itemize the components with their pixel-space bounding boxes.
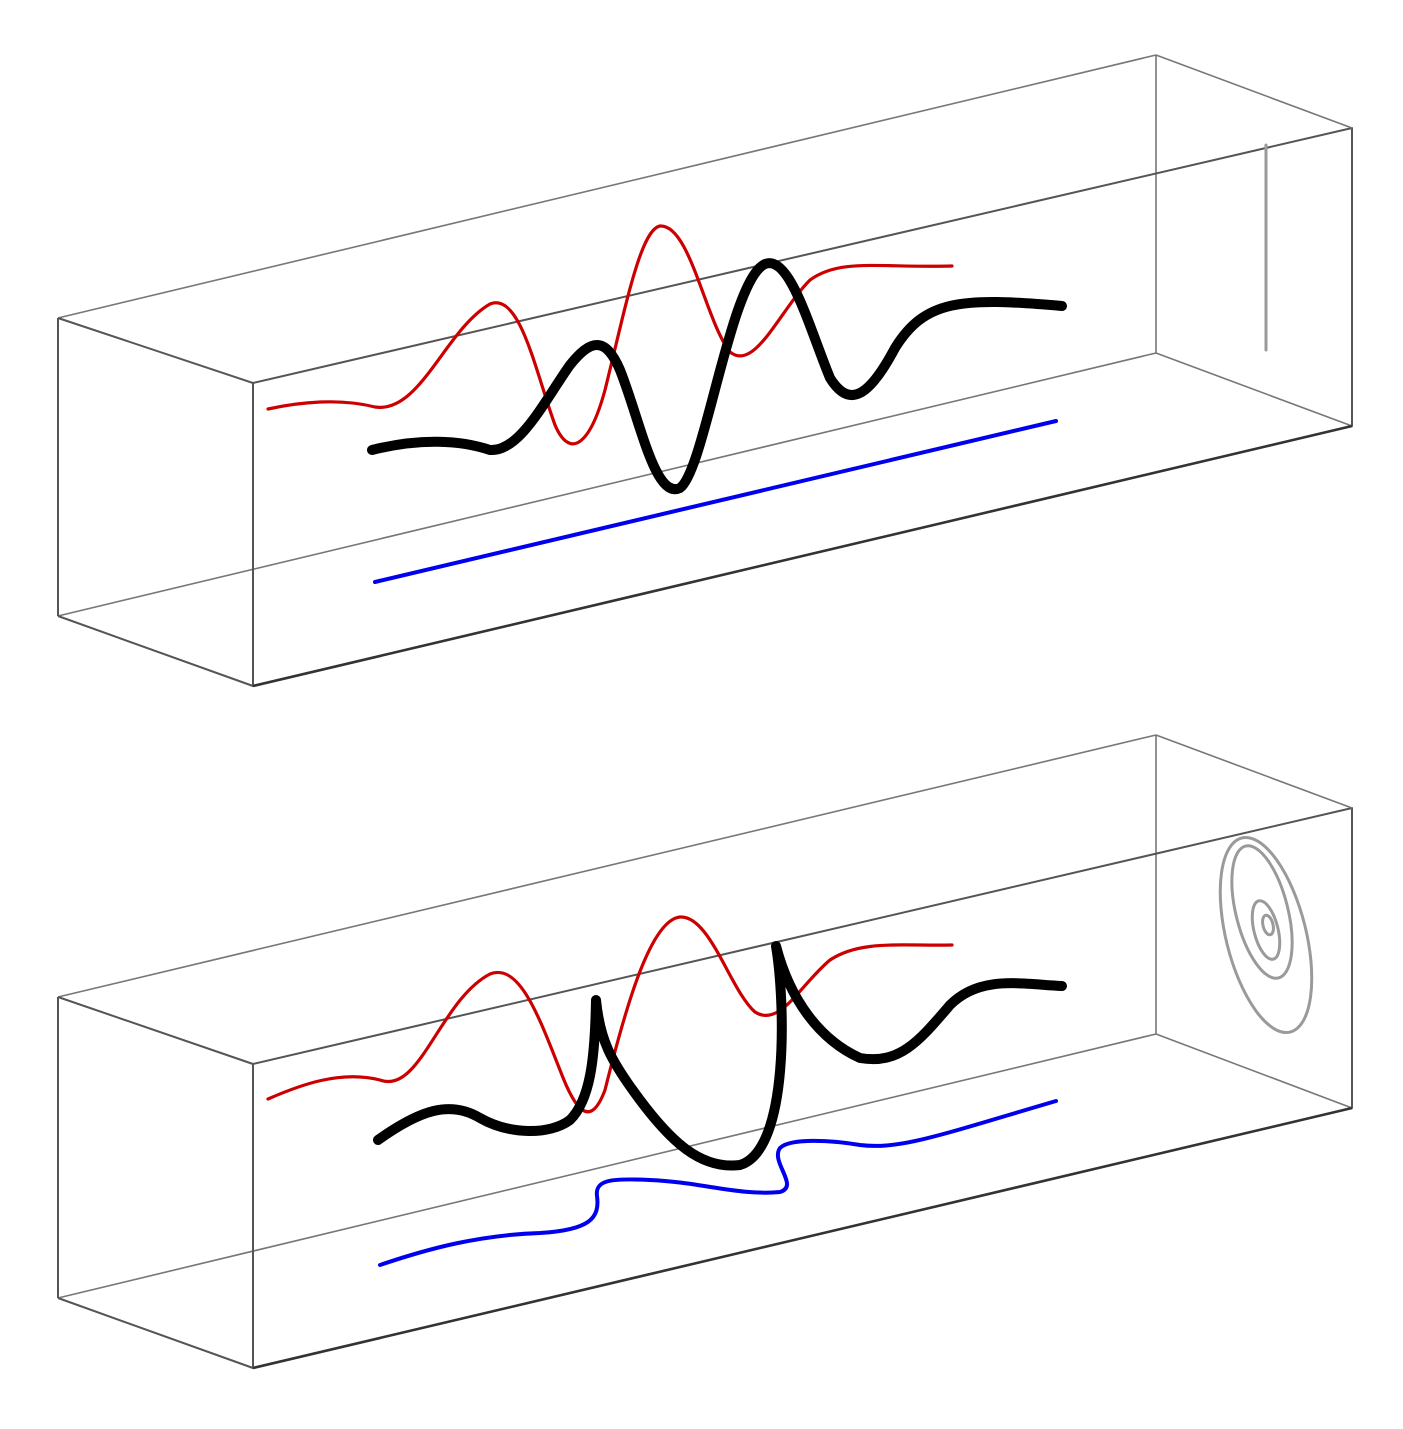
top-red-wave xyxy=(266,224,954,446)
top-box-left-face xyxy=(57,317,254,687)
bottom-box-left-face xyxy=(57,996,254,1369)
top-box-front-face xyxy=(252,127,1353,687)
bottom-projection-spiral xyxy=(1218,835,1314,1035)
bottom-box-bottom-front-edge xyxy=(252,1106,1353,1370)
bottom-box-back-face xyxy=(57,734,1157,1299)
spiral-inner-ring xyxy=(1250,899,1282,961)
spiral-middle-ring xyxy=(1230,844,1294,980)
top-black-wave xyxy=(367,258,1067,495)
top-box-wireframe xyxy=(57,54,1353,688)
bottom-box-front-face xyxy=(252,807,1353,1369)
top-box-right-face xyxy=(1155,54,1353,427)
bottom-blue-wave xyxy=(378,1099,1058,1267)
bottom-panel xyxy=(57,734,1353,1370)
top-box-back-face xyxy=(57,54,1157,617)
bottom-red-wave xyxy=(266,915,954,1114)
top-panel xyxy=(57,54,1353,688)
spiral-core-ring xyxy=(1261,913,1275,937)
top-blue-wave xyxy=(373,419,1058,584)
bottom-box-right-face xyxy=(1155,734,1353,1109)
top-box-bottom-front-edge xyxy=(252,424,1353,688)
bottom-black-wave xyxy=(373,941,1067,1171)
spiral-outer-ring xyxy=(1218,835,1314,1035)
bottom-box-wireframe xyxy=(57,734,1353,1370)
